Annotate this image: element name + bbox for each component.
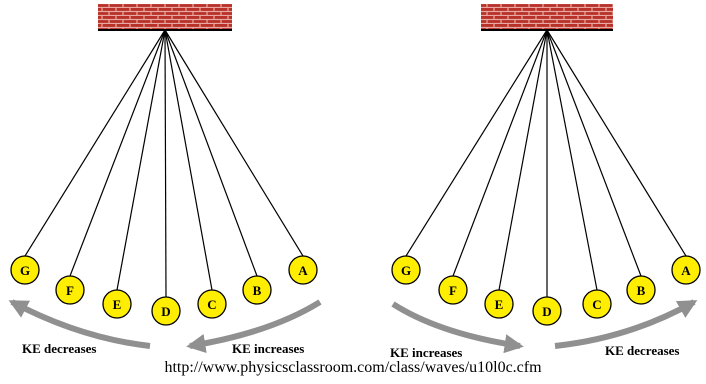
ke-increases-label: KE increases — [232, 341, 304, 356]
bob-d: D — [151, 296, 181, 326]
left-diagram: G F E D C B A KE decreases KE increase — [8, 4, 322, 356]
bob-e: E — [484, 289, 514, 319]
arrow-ke-increases — [391, 301, 524, 354]
bob-b: B — [242, 275, 272, 305]
source-url: http://www.physicsclassroom.com/class/wa… — [164, 359, 542, 376]
bob-label: D — [161, 304, 170, 319]
bob-label: C — [592, 297, 601, 312]
bob-label: D — [542, 304, 551, 319]
arrow-ke-increases — [186, 299, 322, 354]
bob-label: F — [449, 283, 457, 298]
bob-label: B — [253, 283, 262, 298]
bob-label: E — [113, 297, 122, 312]
arrow-ke-decreases — [8, 299, 151, 349]
pendulum-strings — [24, 29, 304, 298]
bob-a: A — [671, 255, 701, 285]
bob-label: F — [66, 283, 74, 298]
bob-label: A — [681, 263, 691, 278]
ceiling-brick — [98, 4, 232, 31]
bob-label: E — [495, 297, 504, 312]
bob-a: A — [288, 255, 318, 285]
bob-f: F — [55, 275, 85, 305]
bob-label: C — [207, 297, 216, 312]
ke-decreases-label: KE decreases — [22, 341, 97, 356]
bob-label: G — [401, 263, 411, 278]
bob-label: G — [20, 263, 30, 278]
ke-increases-label: KE increases — [390, 345, 462, 360]
ceiling-brick — [481, 4, 613, 31]
right-diagram: G F E D C B A KE increases KE decrease — [390, 4, 701, 360]
bob-label: B — [637, 283, 646, 298]
bob-e: E — [102, 289, 132, 319]
bob-d: D — [532, 296, 562, 326]
bob-f: F — [438, 275, 468, 305]
bob-c: C — [582, 289, 612, 319]
bob-g: G — [391, 255, 421, 285]
pendulum-strings — [405, 29, 687, 297]
arrow-ke-decreases — [554, 299, 698, 349]
bob-b: B — [626, 275, 656, 305]
ke-decreases-label: KE decreases — [605, 343, 680, 358]
bob-g: G — [10, 255, 40, 285]
bob-label: A — [298, 263, 308, 278]
bob-c: C — [197, 289, 227, 319]
